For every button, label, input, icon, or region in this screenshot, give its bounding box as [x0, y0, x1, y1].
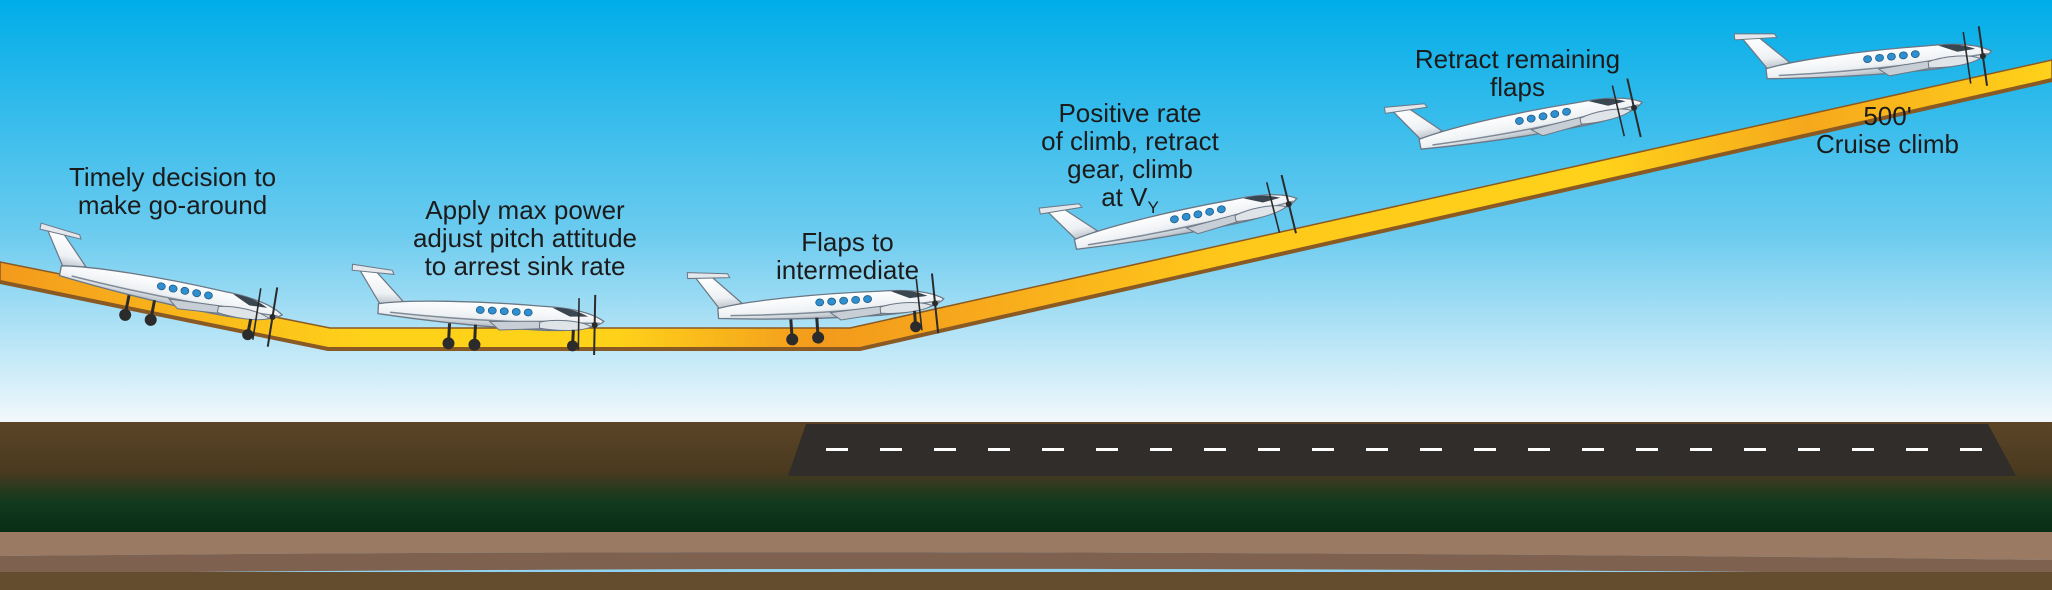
- runway-dash: [1690, 448, 1712, 451]
- runway-dash: [1312, 448, 1334, 451]
- runway-dash: [1636, 448, 1658, 451]
- label-positive-rate-vy: at VY: [1101, 182, 1159, 217]
- runway-dash: [1906, 448, 1928, 451]
- label-flaps-intermediate: Flaps to intermediate: [775, 227, 920, 285]
- label-max-power: Apply max power adjust pitch attitude to…: [412, 195, 638, 281]
- runway-dash: [1096, 448, 1118, 451]
- label-positive-rate: Positive rate of climb, retract gear, cl…: [1010, 99, 1250, 217]
- runway-dash: [1204, 448, 1226, 451]
- runway-dash: [988, 448, 1010, 451]
- label-go-around: Timely decision to make go-around: [68, 162, 277, 220]
- runway-dash: [1798, 448, 1820, 451]
- soil-layer-top: [0, 532, 2052, 560]
- runway-dash: [1744, 448, 1766, 451]
- runway-dash: [1474, 448, 1496, 451]
- runway-dash: [1150, 448, 1172, 451]
- runway-dash: [1852, 448, 1874, 451]
- runway-dash: [826, 448, 848, 451]
- runway-dash: [880, 448, 902, 451]
- runway-dash: [1582, 448, 1604, 451]
- soil-layer-middle: [0, 552, 2052, 575]
- runway-dash: [934, 448, 956, 451]
- runway-dash: [1258, 448, 1280, 451]
- runway: [788, 424, 2016, 476]
- sky: [0, 0, 2052, 425]
- runway-dash: [1420, 448, 1442, 451]
- runway-dash: [1960, 448, 1982, 451]
- label-retract-flaps: Retract remaining flaps: [1414, 44, 1621, 102]
- label-cruise-climb: 500' Cruise climb: [1815, 101, 1960, 159]
- soil-layer-bottom: [0, 572, 2052, 590]
- runway-dash: [1528, 448, 1550, 451]
- runway-dash: [1042, 448, 1064, 451]
- runway-dash: [1366, 448, 1388, 451]
- runway-centerline: [826, 448, 1982, 451]
